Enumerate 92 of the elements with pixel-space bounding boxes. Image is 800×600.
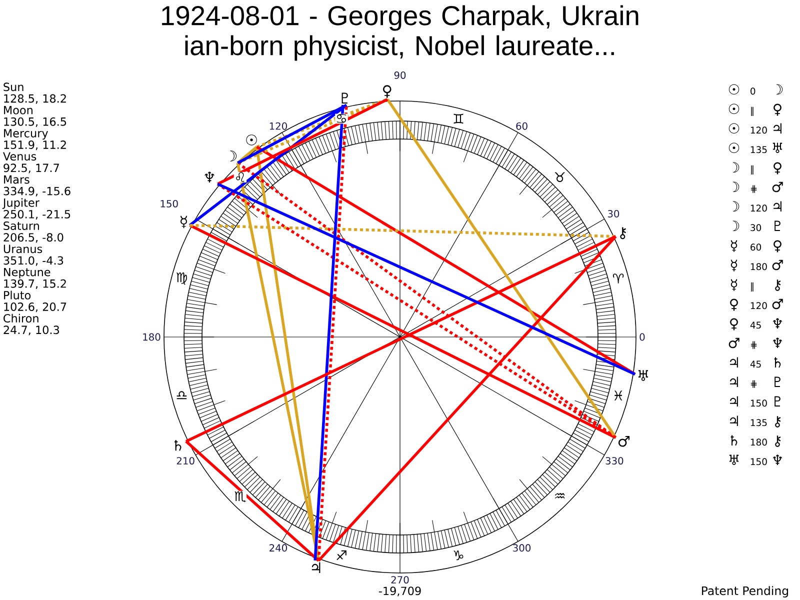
planet-position: 130.5, 16.5 xyxy=(4,117,66,127)
planet-symbol: ☉ xyxy=(728,104,740,114)
planet-position: 92.5, 17.7 xyxy=(4,164,59,174)
planet-position: 139.7, 15.2 xyxy=(4,279,66,289)
degree-label: 180 xyxy=(143,333,160,341)
footer-number: -19,709 xyxy=(378,586,421,596)
planet-symbol: ♃ xyxy=(730,396,738,406)
planet-symbol: ♇ xyxy=(774,376,780,387)
planet-symbol: ☿ xyxy=(730,260,738,272)
planet-symbol: ☿ xyxy=(730,240,738,252)
planet-symbol: ⚷ xyxy=(775,280,781,291)
aspect-symbol: 135 xyxy=(750,419,767,426)
planet-position: 206.5, -8.0 xyxy=(4,233,64,243)
planet-symbol: ♀ xyxy=(774,240,782,252)
aspect-symbol: ⋕ xyxy=(750,341,757,349)
planet-name: Neptune xyxy=(4,268,50,278)
planet-name: Uranus xyxy=(4,244,42,254)
planet-symbol: ♀ xyxy=(774,162,782,174)
planet-glyph: ♀ xyxy=(383,85,392,98)
planet-name: Mars xyxy=(4,175,30,184)
planet-symbol: ♅ xyxy=(772,142,782,153)
planet-symbol: ♇ xyxy=(774,396,780,406)
planet-name: Venus xyxy=(3,152,36,161)
planet-name: Jupiter xyxy=(2,198,40,210)
planet-symbol: ☉ xyxy=(728,84,740,94)
planet-symbol: ☽ xyxy=(732,220,740,231)
planet-symbol: ☽ xyxy=(732,162,740,172)
planet-symbol: ♀ xyxy=(730,318,738,330)
planet-name: Chiron xyxy=(4,314,38,323)
planet-symbol: ♇ xyxy=(774,220,780,231)
planet-position: 102.6, 20.7 xyxy=(4,302,66,312)
aspect-symbol: 120 xyxy=(750,204,767,212)
planet-symbol: ⚷ xyxy=(775,436,781,447)
aspect-symbol: 0 xyxy=(750,88,756,95)
planet-symbol: ♃ xyxy=(774,123,782,134)
planet-symbol: ☽ xyxy=(732,201,740,212)
aspect-symbol: 120 xyxy=(750,126,767,134)
planet-name: Saturn xyxy=(4,222,39,230)
planet-symbol: ☉ xyxy=(728,142,740,153)
chart-title: 1924-08-01 - Georges Charpak, Ukrain ian-born physicist, Nobel laureate... xyxy=(162,5,638,61)
planet-symbol: ☿ xyxy=(730,279,738,291)
aspect-symbol: 150 xyxy=(750,458,767,466)
planet-symbol: ♃ xyxy=(730,376,738,387)
planet-symbol: ♃ xyxy=(774,201,782,212)
planet-symbol: ♂ xyxy=(772,260,783,270)
planet-glyph: ♇ xyxy=(342,92,348,104)
aspect-symbol: 45 xyxy=(750,322,761,329)
planet-symbol: ♄ xyxy=(774,357,781,368)
aspect-symbol: 60 xyxy=(750,244,762,251)
planet-position: 351.0, -4.3 xyxy=(4,256,64,266)
planet-position: 24.7, 10.3 xyxy=(4,326,60,336)
planet-name: Mercury xyxy=(4,129,48,140)
aspect-symbol: ⋕ xyxy=(750,380,757,388)
aspect-symbol: 180 xyxy=(750,438,767,446)
planet-symbol: ♅ xyxy=(729,454,739,465)
aspect-symbol: 150 xyxy=(750,400,767,407)
planet-name: Moon xyxy=(4,106,32,114)
planet-glyph: ♅ xyxy=(638,370,648,381)
planet-symbol: ♆ xyxy=(773,454,782,465)
degree-label: 90 xyxy=(394,71,406,79)
planet-name: Sun xyxy=(4,82,24,92)
planet-symbol: ⚷ xyxy=(775,416,781,428)
aspect-symbol: ∥ xyxy=(751,282,754,292)
aspect-symbol: ∥ xyxy=(751,165,754,174)
aspect-symbol: 135 xyxy=(750,146,767,154)
aspect-symbol: 45 xyxy=(750,360,761,368)
planet-symbol: ♆ xyxy=(773,318,782,328)
degree-label: 0 xyxy=(640,333,645,341)
aspect-symbol: 120 xyxy=(750,302,767,310)
planet-name: Pluto xyxy=(4,290,31,300)
degree-label: 270 xyxy=(391,576,409,584)
planet-symbol: ♄ xyxy=(730,435,738,446)
planet-symbol: ☽ xyxy=(732,182,740,192)
planet-symbol: ☽ xyxy=(776,84,783,94)
planet-symbol: ♀ xyxy=(730,298,738,311)
aspect-symbol: 180 xyxy=(750,263,767,270)
planet-position: 334.9, -15.6 xyxy=(4,186,70,196)
planet-symbol: ♂ xyxy=(772,298,783,310)
planet-symbol: ♃ xyxy=(730,416,738,426)
planet-position: 151.9, 11.2 xyxy=(4,140,66,150)
planet-symbol: ☉ xyxy=(728,123,740,134)
planet-position: 128.5, 18.2 xyxy=(4,94,66,104)
planet-symbol: ♂ xyxy=(772,182,783,192)
aspect-symbol: ∥ xyxy=(751,106,754,116)
aspect-symbol: 30 xyxy=(750,224,762,232)
aspect-symbol: ⋕ xyxy=(750,185,757,193)
planet-symbol: ♀ xyxy=(774,104,782,116)
planet-symbol: ♆ xyxy=(773,338,782,348)
planet-symbol: ♃ xyxy=(730,357,738,368)
planet-symbol: ♂ xyxy=(728,338,740,348)
planet-position: 250.1, -21.5 xyxy=(4,210,70,220)
footer-note: Patent Pending xyxy=(702,586,788,598)
